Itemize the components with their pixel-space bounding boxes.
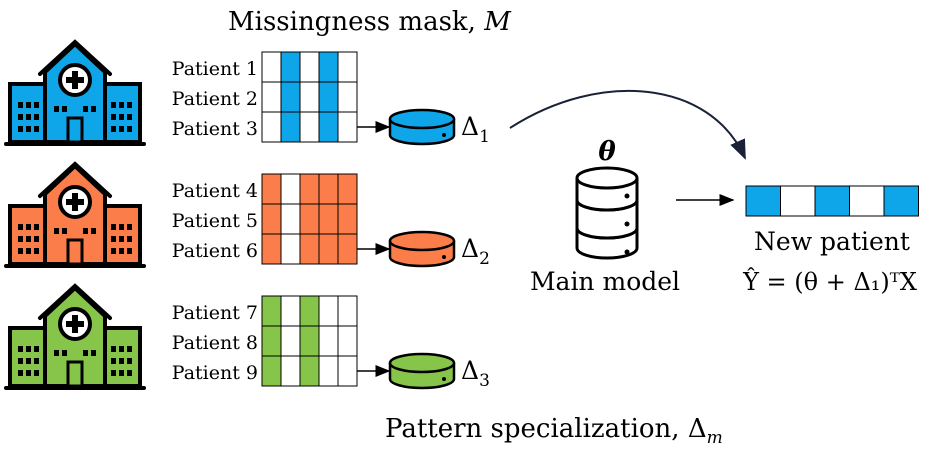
mask-cell: [337, 111, 358, 143]
delta-label: Δ2: [461, 234, 490, 269]
theta-label: θ: [598, 137, 616, 167]
mask-cell: [261, 295, 282, 327]
mask-cell: [337, 233, 358, 265]
mask-title: Missingness mask, M: [228, 7, 512, 37]
patient-label: Patient 5: [172, 210, 258, 232]
mask-cell: [337, 203, 358, 235]
mask-cell: [261, 233, 282, 265]
mask-cell: [280, 325, 301, 357]
mask-cell: [318, 203, 339, 235]
mask-cell: [299, 355, 320, 387]
mask-cell: [318, 295, 339, 327]
mask-grid: [261, 295, 358, 387]
mask-cell: [280, 233, 301, 265]
hospital-icon: [4, 161, 146, 268]
new-patient-vector: [745, 185, 919, 217]
curved-arrow: [509, 89, 746, 160]
mask-cell: [318, 325, 339, 357]
patient-label: Patient 3: [172, 118, 258, 140]
new-patient-cell: [745, 185, 781, 217]
mask-cell: [299, 295, 320, 327]
mask-cell: [337, 325, 358, 357]
mask-cell: [280, 81, 301, 113]
mask-cell: [299, 173, 320, 205]
mask-grid: [261, 173, 358, 265]
new-patient-cell: [883, 185, 919, 217]
patient-label: Patient 8: [172, 332, 258, 354]
pattern-specialization-label: Pattern specialization, Δm: [385, 414, 723, 445]
delta-label: Δ3: [461, 356, 490, 391]
mask-cell: [318, 173, 339, 205]
mask-cell: [280, 51, 301, 83]
mask-cell: [261, 51, 282, 83]
mask-cell: [261, 111, 282, 143]
mask-cell: [318, 233, 339, 265]
mask-cell: [337, 81, 358, 113]
delta-label: Δ1: [461, 112, 490, 147]
patient-label: Patient 7: [172, 302, 258, 324]
mask-cell: [299, 111, 320, 143]
mask-cell: [337, 355, 358, 387]
mask-symbol: M: [483, 7, 512, 37]
mask-cell: [261, 203, 282, 235]
mask-cell: [261, 325, 282, 357]
prediction-formula: Ŷ = (θ + Δ₁)ᵀX: [742, 267, 917, 296]
mask-cell: [318, 81, 339, 113]
mask-cell: [299, 81, 320, 113]
patient-label: Patient 1: [172, 58, 258, 80]
mask-cell: [280, 295, 301, 327]
new-patient-cell: [814, 185, 850, 217]
mask-cell: [280, 173, 301, 205]
mask-cell: [280, 203, 301, 235]
group-2: Patient 4 Patient 5 Patient 6 Δ2: [4, 161, 490, 269]
mask-cell: [261, 355, 282, 387]
mask-cell: [280, 355, 301, 387]
patient-label: Patient 4: [172, 180, 258, 202]
specialization-database-icon: [388, 352, 456, 390]
mask-cell: [318, 111, 339, 143]
mask-cell: [299, 325, 320, 357]
main-model-label: Main model: [530, 267, 680, 296]
new-patient-label: New patient: [754, 227, 910, 256]
patient-label: Patient 6: [172, 240, 258, 262]
mask-cell: [299, 233, 320, 265]
new-patient-cell: [780, 185, 816, 217]
patient-label: Patient 9: [172, 362, 258, 384]
new-patient-cell: [849, 185, 885, 217]
mask-cell: [299, 51, 320, 83]
specialization-database-icon: [388, 230, 456, 268]
mask-cell: [337, 173, 358, 205]
mask-cell: [280, 111, 301, 143]
hospital-icon: [4, 283, 146, 390]
patient-label: Patient 2: [172, 88, 258, 110]
mask-cell: [299, 203, 320, 235]
mask-grid: [261, 51, 358, 143]
mask-cell: [337, 295, 358, 327]
group-3: Patient 7 Patient 8 Patient 9 Δ3: [4, 283, 490, 391]
mask-cell: [337, 51, 358, 83]
mask-cell: [261, 173, 282, 205]
mask-cell: [261, 81, 282, 113]
group-1: Patient 1 Patient 2 Patient 3 Δ1: [4, 39, 490, 147]
main-model-database-icon: [575, 166, 639, 260]
mask-cell: [318, 51, 339, 83]
specialization-database-icon: [388, 108, 456, 146]
mask-cell: [318, 355, 339, 387]
hospital-icon: [4, 39, 146, 146]
